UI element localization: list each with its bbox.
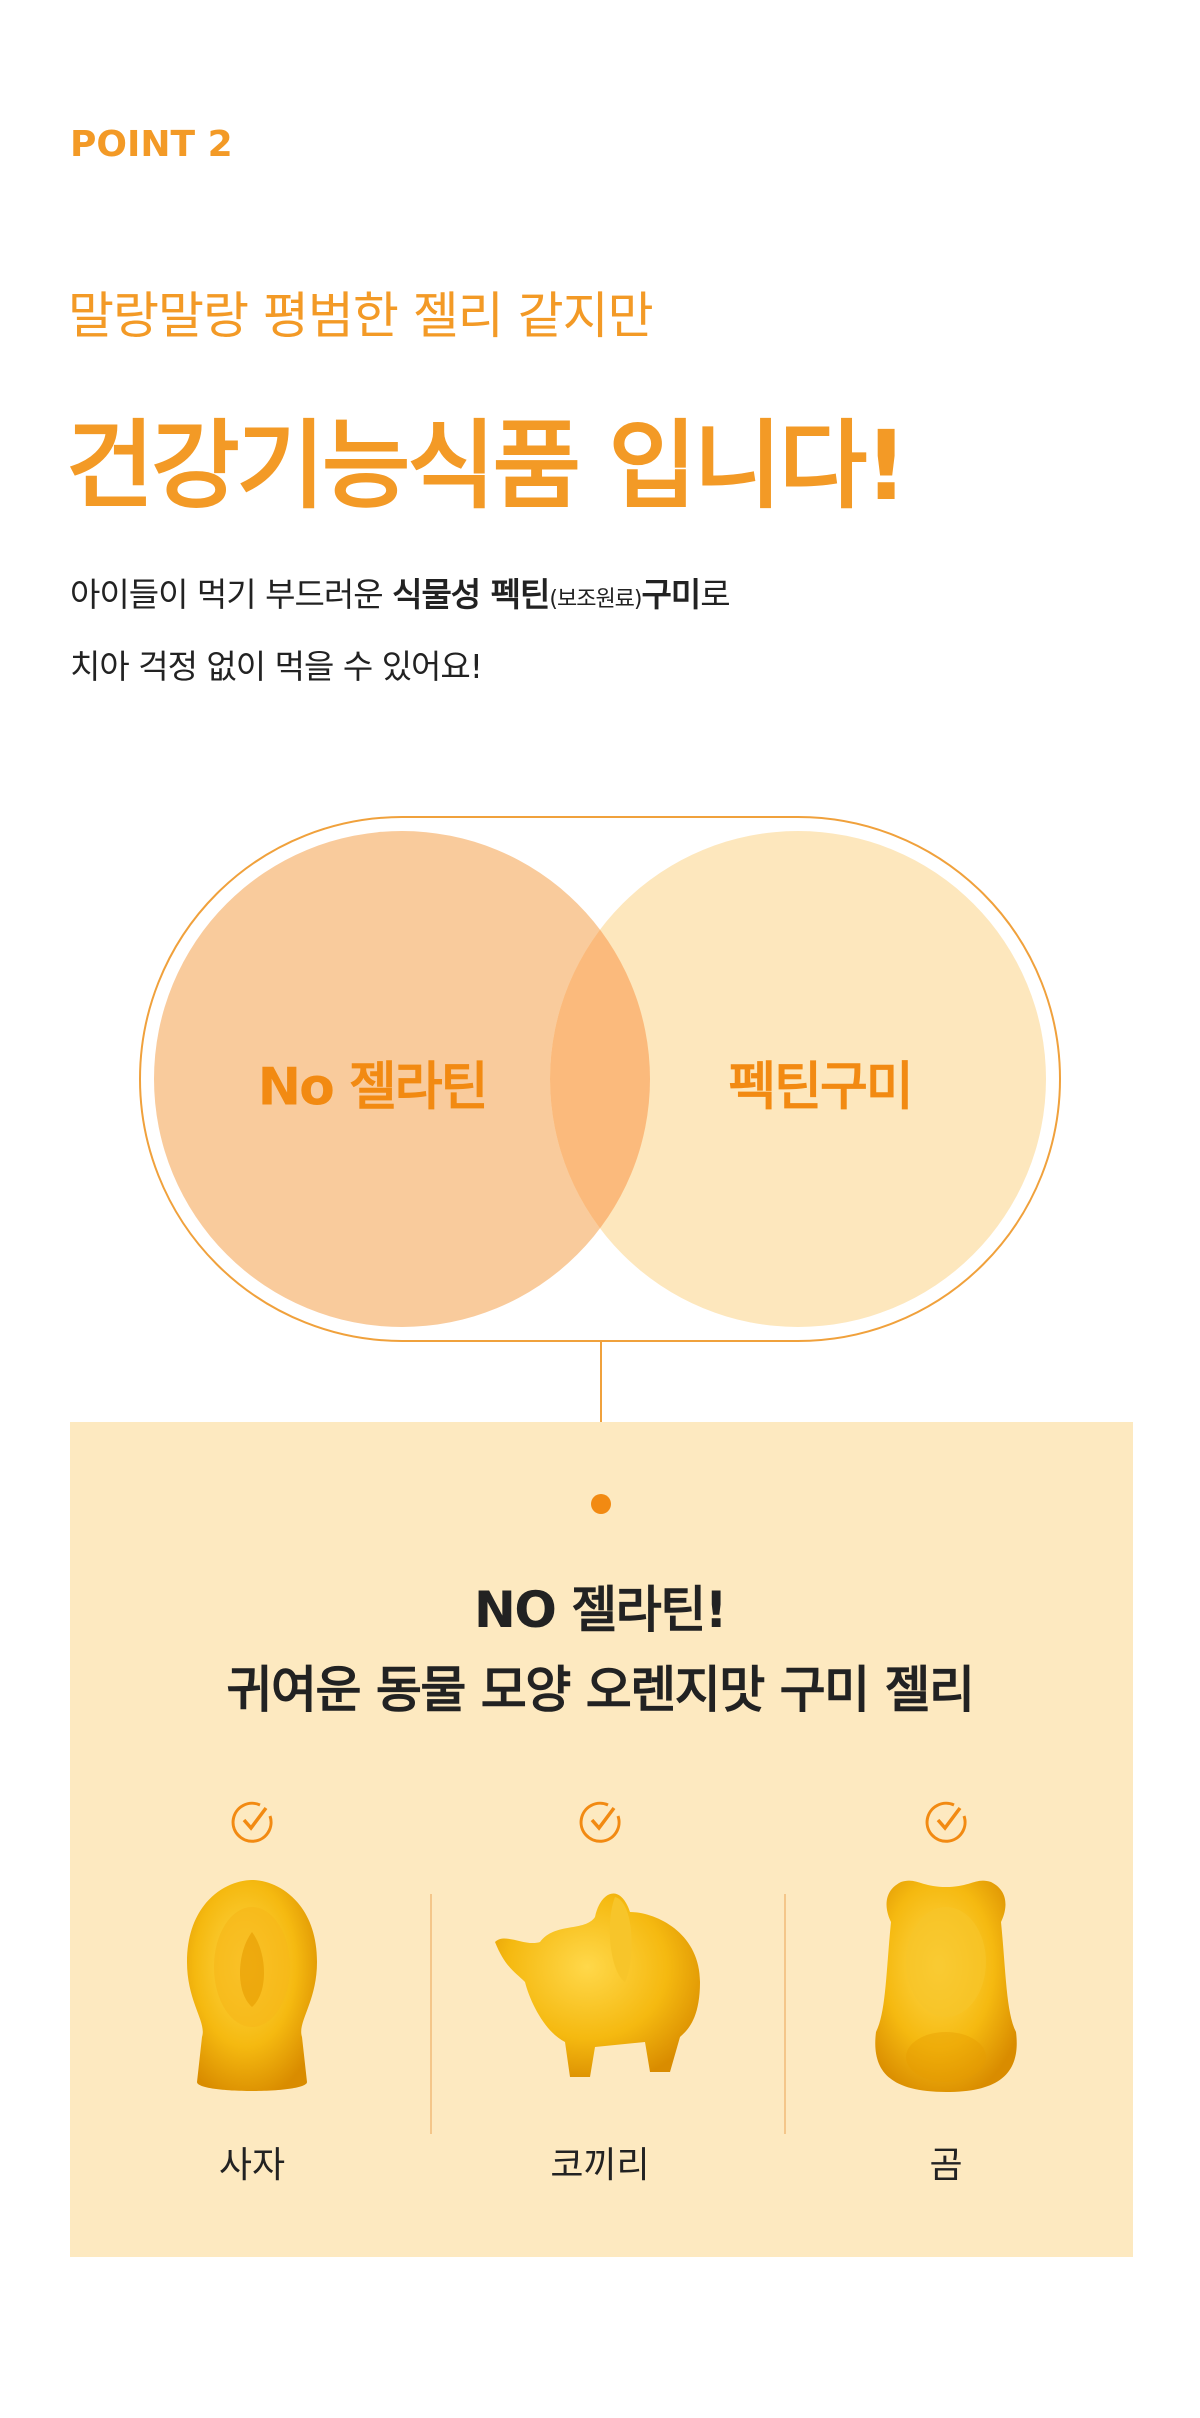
venn-frame: [139, 816, 1061, 1342]
venn-right-label: 펙틴구미: [728, 1057, 913, 1118]
lion-gummy-image: [187, 1880, 317, 2091]
bear-gummy-image: [875, 1880, 1017, 2092]
elephant-gummy-image: [495, 1893, 700, 2077]
description-line-2: 치아 걱정 없이 먹을 수 있어요!: [70, 647, 483, 686]
connector-dot: [591, 1494, 611, 1514]
venn-left-label: No 젤라틴: [257, 1057, 489, 1118]
venn-diagram: [154, 831, 1046, 1327]
text: 아이들이 먹기 부드러운: [70, 575, 393, 614]
page-title: 건강기능식품 입니다!: [66, 410, 908, 522]
check-circle-icon: [579, 1801, 621, 1843]
gummy-item-bear: 곰: [796, 1800, 1096, 2188]
check-circle-icon: [925, 1801, 967, 1843]
left-circle: [154, 831, 650, 1327]
divider: [430, 1894, 432, 2134]
point-label: POINT 2: [70, 124, 233, 165]
text: 로: [700, 575, 730, 614]
item-label: 코끼리: [550, 2145, 650, 2186]
feature-heading-2: 귀여운 동물 모양 오렌지맛 구미 젤리: [226, 1661, 975, 1719]
gummy-item-lion: 사자: [102, 1800, 402, 2188]
small-text: (보조원료): [549, 587, 642, 612]
right-circle: [550, 831, 1046, 1327]
item-label: 곰: [929, 2145, 963, 2186]
divider: [784, 1894, 786, 2134]
bold-text: 식물성 펙틴: [392, 575, 550, 614]
description-line-1: 아이들이 먹기 부드러운 식물성 펙틴(보조원료)구미로: [70, 568, 731, 616]
gummy-item-elephant: 코끼리: [450, 1800, 750, 2188]
bold-text: 구미: [641, 575, 702, 614]
feature-heading-1: NO 젤라틴!: [473, 1581, 728, 1639]
check-circle-icon: [231, 1801, 273, 1843]
subtitle: 말랑말랑 평범한 젤리 같지만: [68, 287, 654, 345]
item-label: 사자: [218, 2145, 286, 2186]
